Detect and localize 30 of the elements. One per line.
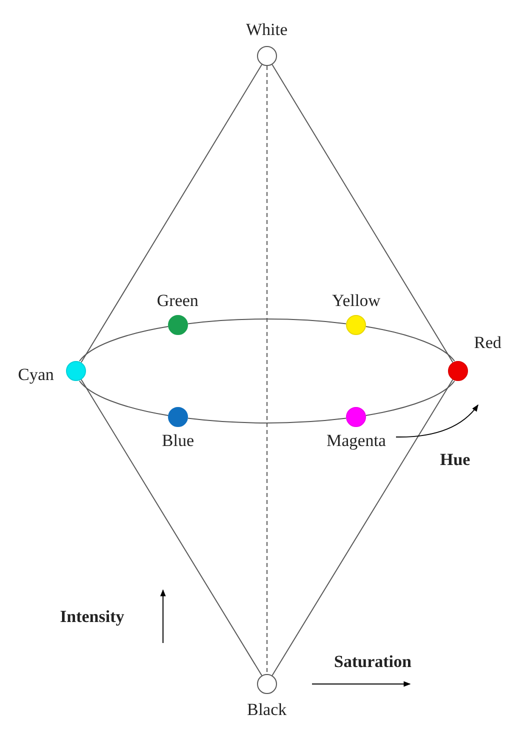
color-label: Blue (162, 430, 194, 451)
connector-line (266, 66, 268, 674)
color-dot (257, 46, 277, 66)
color-dot (448, 361, 468, 381)
color-label: Yellow (332, 290, 380, 311)
color-dot (66, 361, 86, 381)
axis-label: Intensity (60, 607, 124, 627)
color-label: Green (156, 291, 198, 311)
connector-line (79, 326, 169, 362)
color-dot (168, 406, 188, 427)
color-label: Magenta (326, 431, 386, 451)
connector-line (80, 64, 262, 363)
color-label: White (246, 20, 288, 40)
connector-line (272, 379, 454, 676)
color-label: Red (474, 333, 502, 353)
color-label: Black (247, 700, 287, 720)
color-dot (346, 314, 366, 335)
axis-label: Hue (440, 450, 470, 470)
color-label: Cyan (18, 365, 54, 385)
connector-line (365, 326, 455, 362)
connector-line (188, 418, 346, 424)
connector-line (272, 64, 454, 363)
connector-line (188, 318, 346, 324)
connector-line (79, 380, 169, 416)
connector-line (365, 380, 455, 416)
color-dot (346, 407, 366, 427)
color-dot (257, 674, 277, 694)
connector-line (80, 379, 262, 676)
axis-label: Saturation (334, 652, 412, 672)
color-dot (168, 315, 188, 335)
